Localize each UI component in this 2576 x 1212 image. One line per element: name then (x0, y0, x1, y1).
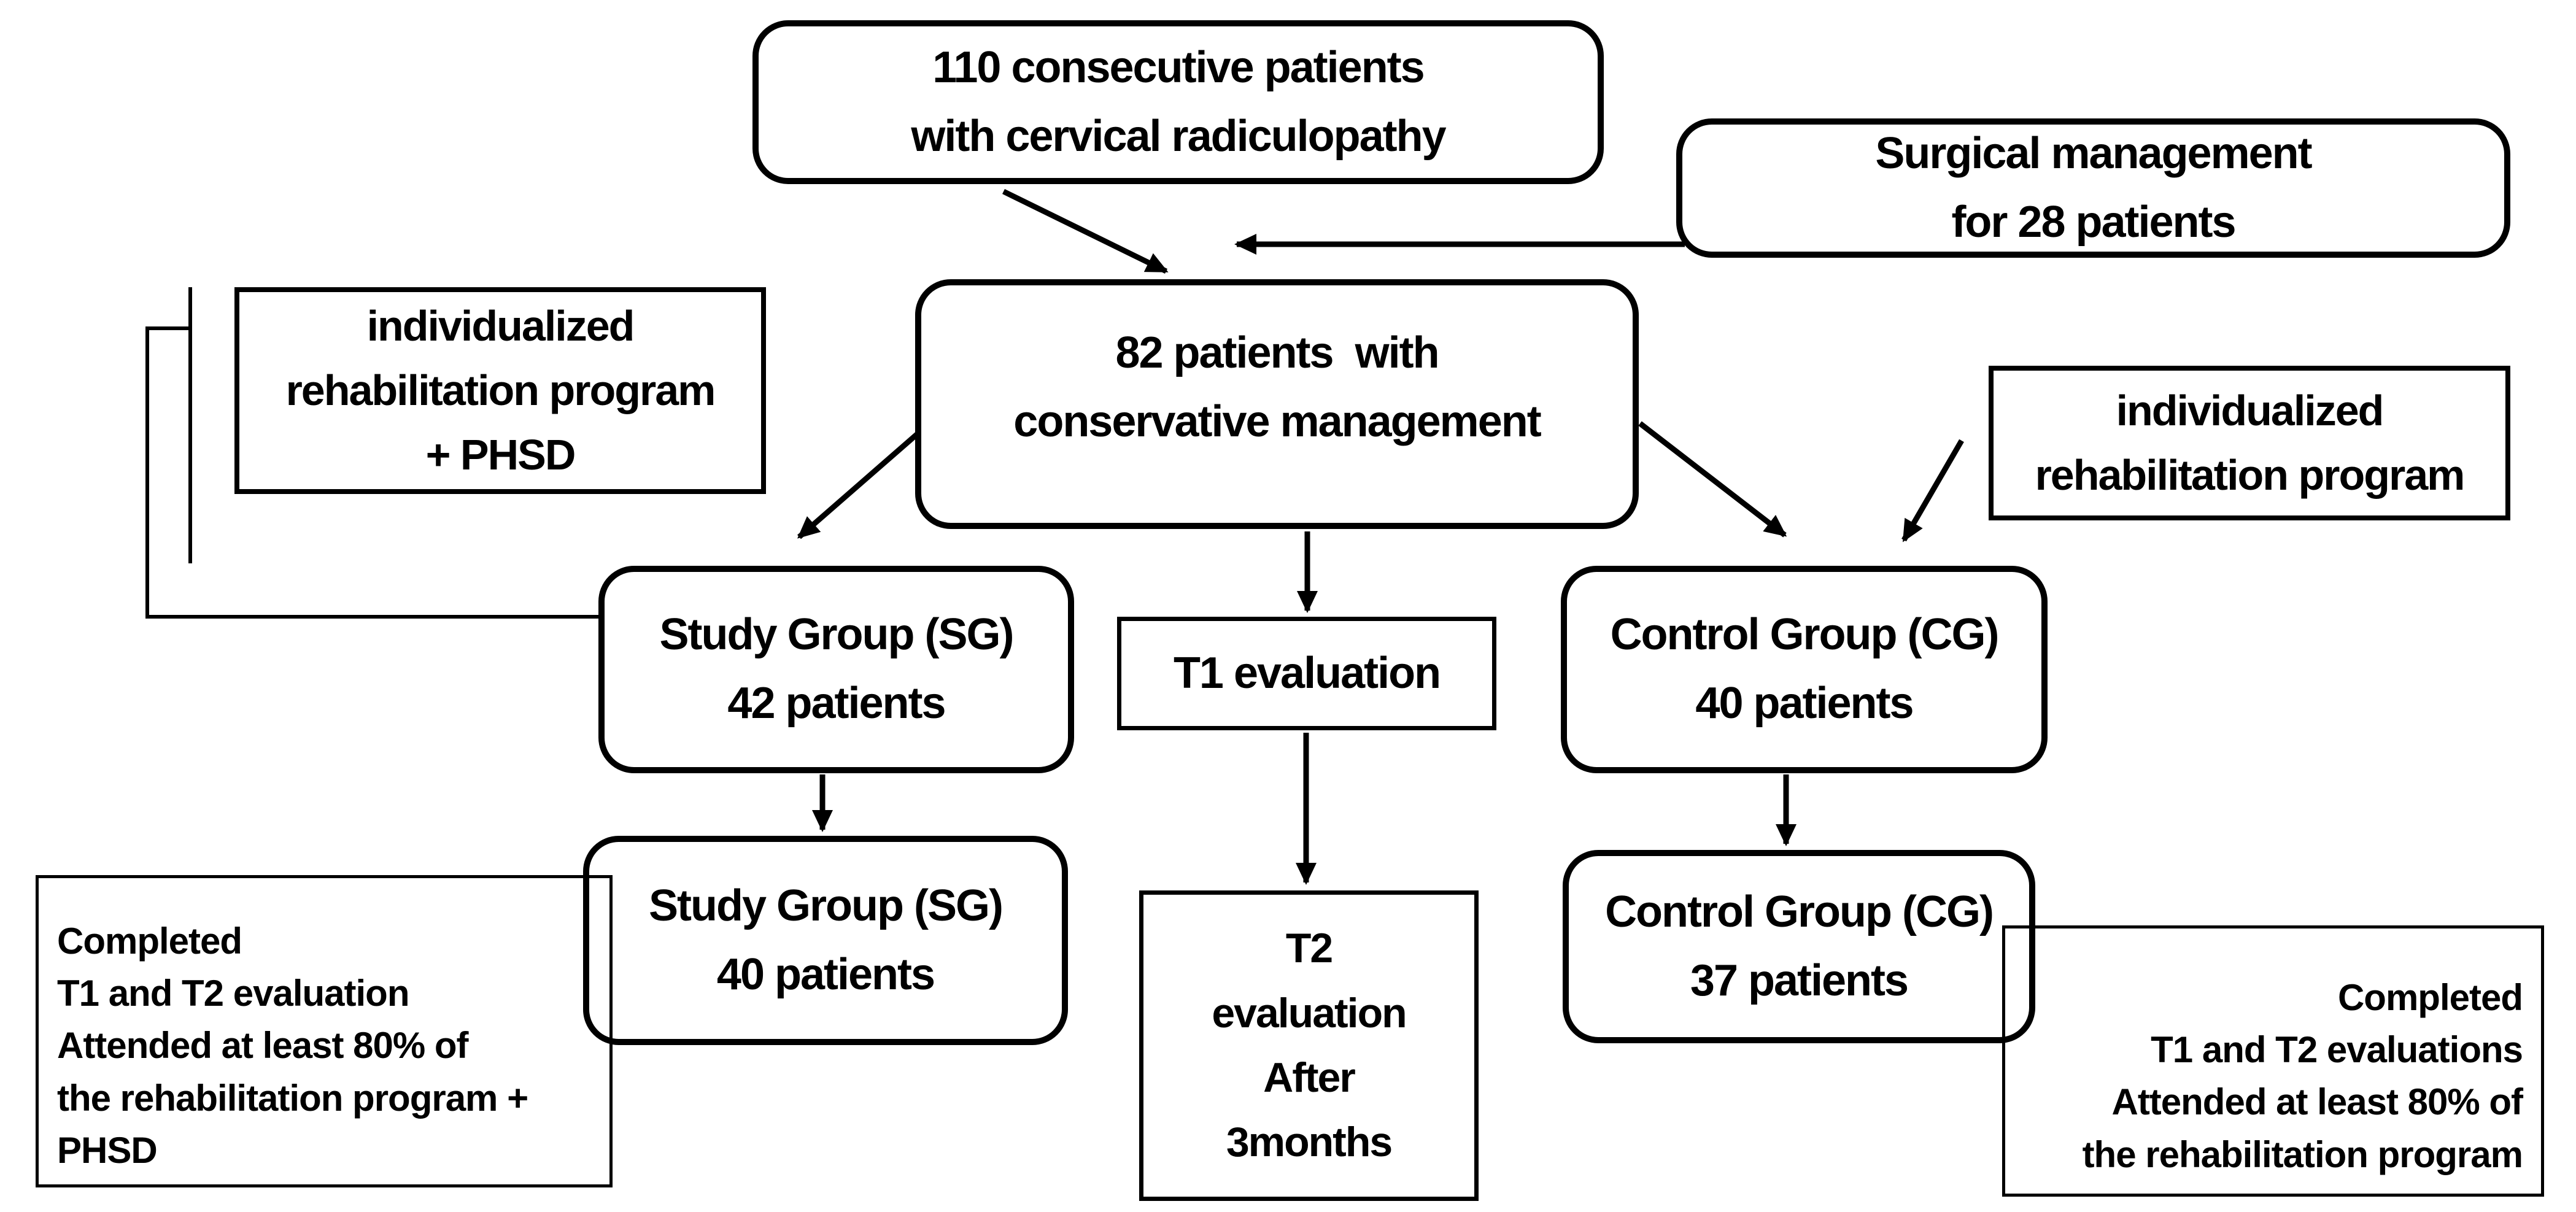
node-text-line: Completed (57, 921, 242, 962)
node-text-line: 37 patients (1690, 955, 1909, 1005)
node-110-consecutive-patients: 110 consecutive patients with cervical r… (752, 20, 1604, 184)
node-individualized-program: individualized rehabilitation program (1989, 366, 2510, 520)
node-text-line: Control Group (CG) (1610, 610, 2000, 660)
node-text-line: Surgical management (1875, 128, 2312, 178)
node-text-line: Control Group (CG) (1605, 887, 1994, 936)
node-text-line: 110 consecutive patients (932, 42, 1425, 92)
node-individualized-program-phsd: individualized rehabilitation program + … (234, 287, 766, 494)
node-text-line: PHSD (57, 1129, 158, 1171)
node-study-group-40: Study Group (SG) 40 patients (583, 836, 1068, 1045)
node-text-line: + PHSD (425, 431, 576, 479)
node-study-group-42: Study Group (SG) 42 patients (598, 566, 1074, 773)
node-text-line: Study Group (SG) (659, 610, 1015, 660)
node-text-line: rehabilitation program (285, 366, 716, 414)
node-text-line: 42 patients (727, 679, 946, 728)
node-text-line: individualized (2116, 387, 2385, 434)
node-text-line: T2 (1285, 925, 1333, 972)
node-text-line: with cervical radiculopathy (911, 111, 1446, 161)
node-t2-evaluation: T2 evaluation After 3months (1139, 890, 1479, 1201)
arrow-program-to-cg40 (1901, 439, 1964, 542)
node-text-line: T1 and T2 evaluations (2151, 1029, 2523, 1071)
node-text-line: T1 evaluation (1173, 648, 1441, 698)
node-text-line: evaluation (1212, 989, 1407, 1036)
node-text-line: the rehabilitation program + (57, 1077, 528, 1119)
node-text-line: 82 patients with (1115, 328, 1439, 377)
node-surgical-management: Surgical management for 28 patients (1676, 118, 2510, 258)
node-control-group-40: Control Group (CG) 40 patients (1561, 566, 2048, 773)
node-text-line: 3months (1226, 1119, 1393, 1166)
node-text-line: Study Group (SG) (649, 881, 1004, 930)
node-control-group-37: Control Group (CG) 37 patients (1563, 850, 2035, 1043)
node-t1-evaluation: T1 evaluation (1117, 617, 1496, 730)
connector-phsd-to-sg (145, 326, 598, 619)
node-text-line: After (1263, 1054, 1356, 1101)
node-text-line: Attended at least 80% of (2111, 1081, 2523, 1123)
node-text-line: Completed (2337, 977, 2523, 1018)
node-text-line: 40 patients (716, 949, 935, 999)
node-cg-completion-criteria: Completed T1 and T2 evaluations Attended… (2002, 925, 2544, 1197)
node-text-line: 40 patients (1695, 679, 1914, 728)
node-text-line: the rehabilitation program (2082, 1133, 2523, 1175)
node-text-line: for 28 patients (1951, 197, 2236, 247)
node-text-line: T1 and T2 evaluation (57, 973, 409, 1014)
node-conservative-management: 82 patients with conservative management (915, 279, 1639, 529)
arrow-conservative-to-cg40 (1638, 421, 1787, 538)
node-text-line: rehabilitation program (2035, 451, 2466, 499)
arrow-conservative-to-sg42 (797, 430, 921, 539)
arrow-top-to-conservative (1002, 188, 1169, 274)
node-sg-completion-criteria: Completed T1 and T2 evaluation Attended … (36, 875, 613, 1187)
node-text-line: individualized (366, 302, 635, 350)
node-text-line: Attended at least 80% of (57, 1025, 468, 1067)
node-text-line: conservative management (1013, 396, 1541, 446)
